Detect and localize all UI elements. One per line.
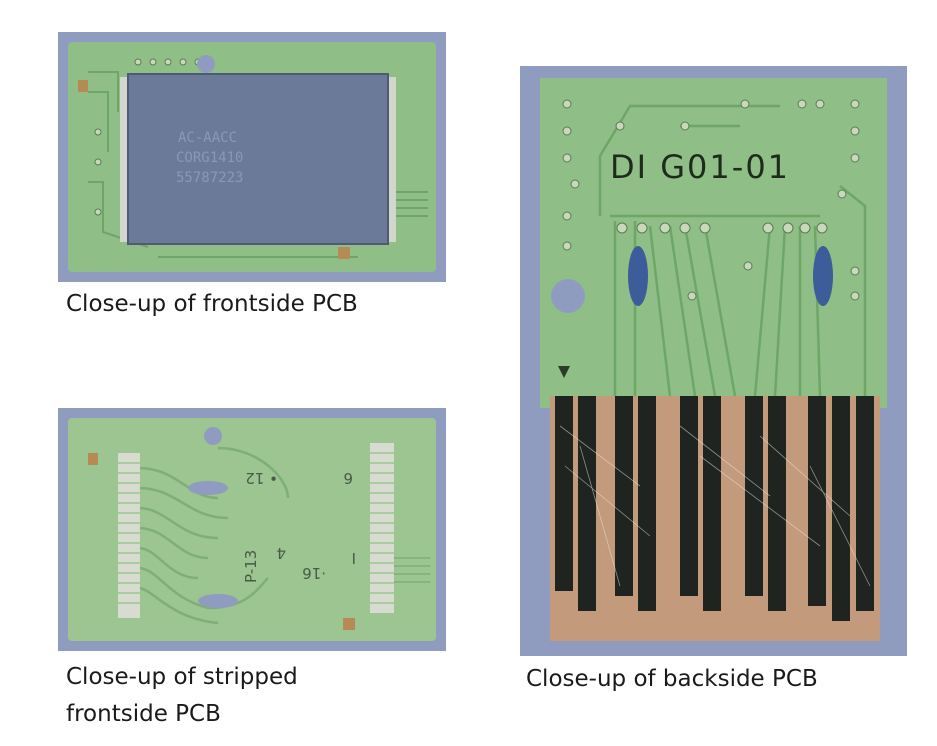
backside-caption: Close-up of backside PCB [526, 666, 818, 692]
board-mark-12: • 12 [245, 469, 278, 487]
stripped-frontside-caption-line-1: Close-up of stripped [66, 664, 298, 690]
board-mark-16: ·16 [302, 564, 326, 582]
chip-text-line-2: CORG1410 [176, 150, 243, 166]
board-mark-p13: P-13 [242, 550, 260, 583]
board-mark-6: 6 [343, 469, 353, 487]
frontside-caption: Close-up of frontside PCB [66, 291, 358, 317]
flash-chip [127, 73, 389, 245]
board-mark-4: 4 [276, 544, 286, 562]
board-code: DI G01-01 [610, 148, 790, 186]
frontside-pcb-photo: AC-AACC CORG1410 55787223 [58, 32, 446, 282]
stripped-frontside-pcb-photo: 6 • 12 P-13 4 I ·16 [58, 408, 446, 651]
stripped-frontside-caption-line-2: frontside PCB [66, 701, 221, 727]
backside-pcb-photo: DI G01-01 [520, 66, 907, 656]
chip-text-line-1: AC-AACC [178, 130, 237, 146]
chip-text-line-3: 55787223 [176, 170, 243, 186]
board-mark-i: I [352, 549, 356, 567]
